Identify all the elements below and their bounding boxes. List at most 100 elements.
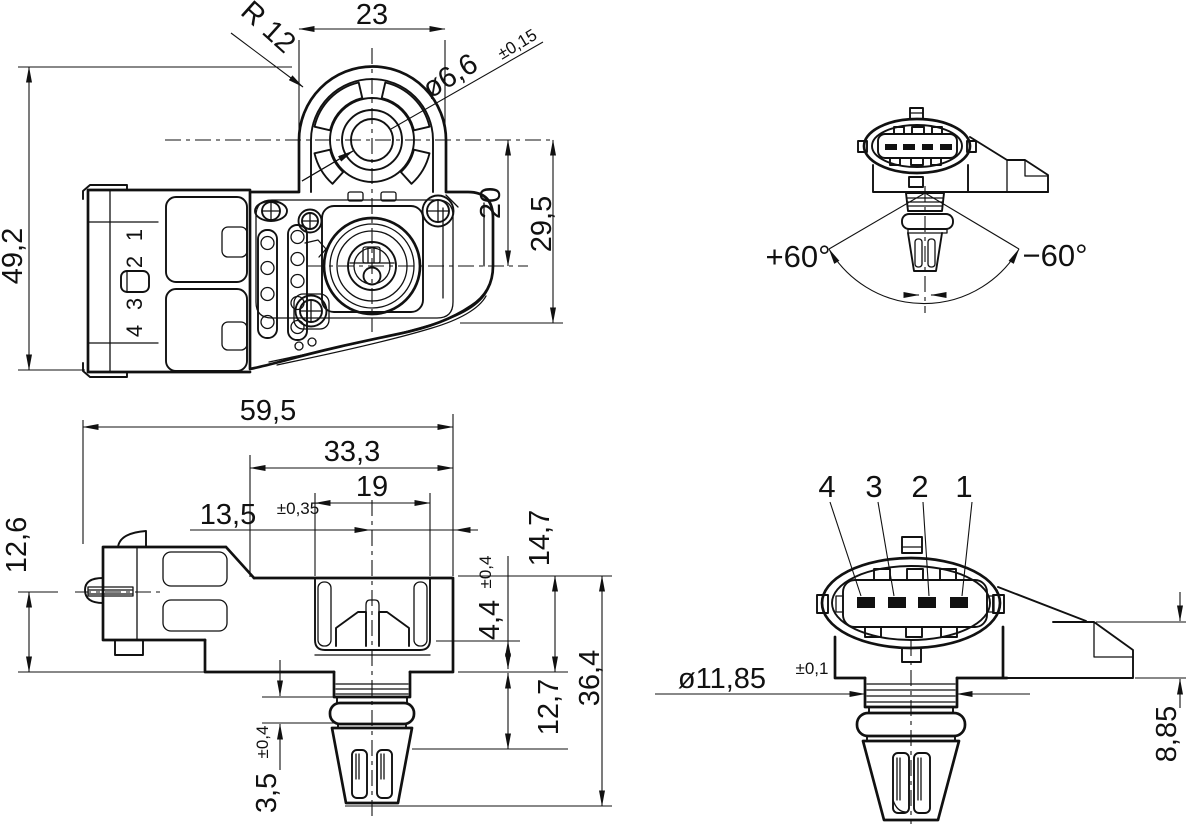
screw-boss: [254, 200, 288, 222]
slot-left: [351, 749, 368, 799]
o-ring: [901, 213, 954, 230]
screw-cross-icon: [426, 194, 459, 223]
connector-side: [84, 530, 256, 656]
dim-29-5-value: 29,5: [526, 196, 558, 252]
strip-right: [287, 224, 308, 341]
connector-inner-lines: [87, 189, 159, 373]
pin-leaders: [829, 501, 973, 597]
ear-hub-ring: [329, 97, 415, 183]
connector-latch: [117, 530, 147, 548]
shroud-teeth: [889, 126, 943, 166]
side-tab-left: [857, 140, 868, 153]
slot-left: [892, 752, 910, 814]
probe-centerline: [75, 500, 373, 818]
dim-body-value: 33,3: [324, 436, 380, 468]
terminal-hole: [290, 295, 305, 311]
connector-top: 1 2 3 4: [82, 184, 252, 378]
probe-slot-left: [914, 238, 923, 268]
body-notch-right: [380, 191, 397, 202]
pressure-port: [322, 216, 422, 316]
connector-pocket-upper: [221, 226, 248, 258]
connector-oval-outer: [820, 556, 1002, 650]
slot-pins: [892, 757, 922, 813]
view-side: 59,5 33,3 19 13,5 ±0,35 12,6 14,7: [1, 395, 612, 818]
dim-hole-leader: ø6,6 ±0,15: [301, 25, 544, 182]
dim-body-height: 14,7: [458, 510, 612, 673]
view-angle: +60° −60°: [766, 107, 1087, 313]
screw-ring: [297, 208, 323, 234]
block-slot-left: [317, 581, 332, 647]
thread-ribs: [335, 683, 409, 695]
probe-step: [907, 228, 948, 234]
dim-overall-height: 49,2: [0, 66, 292, 371]
angle-ray-right: [924, 192, 1020, 250]
dim-ear-width: 23: [298, 0, 446, 134]
dim-total: 36,4: [345, 575, 612, 807]
angle-arc: [828, 248, 1020, 305]
dim-port-width: 19: [314, 471, 431, 576]
bracket-inner: [1006, 159, 1049, 192]
dim-diameter-tol: ±0,1: [796, 659, 829, 678]
port-bore: [347, 241, 397, 291]
dim-height-value: 49,2: [0, 228, 29, 284]
dim-cell-value: 4,4: [474, 600, 506, 640]
cell-wing-left: [335, 611, 367, 647]
dim-probe: 12,7: [412, 672, 568, 750]
dim-overall-width: 59,5: [82, 395, 454, 576]
dim-pin-axis-value: 12,6: [1, 517, 33, 573]
body-outline: [872, 164, 1049, 193]
pin-label-4: 4: [818, 469, 835, 504]
port-crimp-lines: [349, 247, 395, 264]
terminal-pin-lines: [88, 589, 133, 595]
connector-shroud: [877, 133, 958, 159]
connector-feet: [82, 184, 128, 378]
port-ring-2: [329, 223, 415, 309]
dim-radius-leader: R 12: [230, 0, 304, 88]
dim-body-height-value: 14,7: [524, 510, 556, 566]
inner-frame: [255, 199, 485, 319]
dim-hole-to-port: 20: [475, 139, 511, 267]
shroud-end-left: [835, 595, 844, 613]
pin-callouts: 4 3 2 1: [818, 469, 973, 597]
screw-cross-icon: [261, 201, 281, 221]
view-top-plan: 1 2 3 4 49,2 23 R 12 ø6,6 ±0,15 20: [0, 0, 563, 378]
terminal-hole: [260, 235, 275, 251]
pin-label-3: 3: [122, 298, 147, 310]
dim-diameter-value: ø11,85: [678, 663, 766, 695]
terminal-hole: [307, 337, 317, 347]
pin-label-2: 2: [122, 256, 147, 268]
terminal-pin: [87, 586, 134, 597]
terminal-hole: [290, 229, 305, 245]
dim-width-value: 23: [356, 0, 388, 31]
side-tab-right: [966, 140, 977, 153]
terminal-hole: [294, 341, 304, 351]
bond-wire: [304, 239, 327, 258]
screw-cross-icon: [301, 212, 319, 230]
port-ring-3: [336, 230, 408, 302]
mounting-ear-rim: [310, 78, 434, 193]
thread-port: [332, 670, 412, 699]
cell-wing-right: [378, 611, 410, 647]
taper: [330, 726, 414, 805]
ear-slots: [313, 81, 431, 185]
pin-label-2: 2: [911, 469, 928, 504]
pin-label-3: 3: [865, 469, 882, 504]
body-outline: [833, 625, 1009, 680]
screw-ring: [294, 294, 328, 328]
angle-ray-left: [828, 192, 926, 250]
dim-port-diameter: ø11,85 ±0,1: [655, 659, 1030, 697]
connector-foot: [114, 639, 144, 656]
dim-probe-value: 12,7: [533, 679, 565, 735]
pin-label-1: 1: [955, 469, 972, 504]
dim-body-width: 33,3: [249, 436, 454, 577]
connector-oval-inner: [871, 124, 963, 168]
dim-offset-tol: ±0,35: [277, 499, 319, 518]
port-plate: [321, 205, 424, 313]
terminal-hole: [260, 314, 275, 330]
port-block: [314, 577, 431, 651]
screw-boss: [293, 293, 330, 330]
slot-right: [376, 749, 393, 799]
screw-ring: [421, 194, 455, 228]
